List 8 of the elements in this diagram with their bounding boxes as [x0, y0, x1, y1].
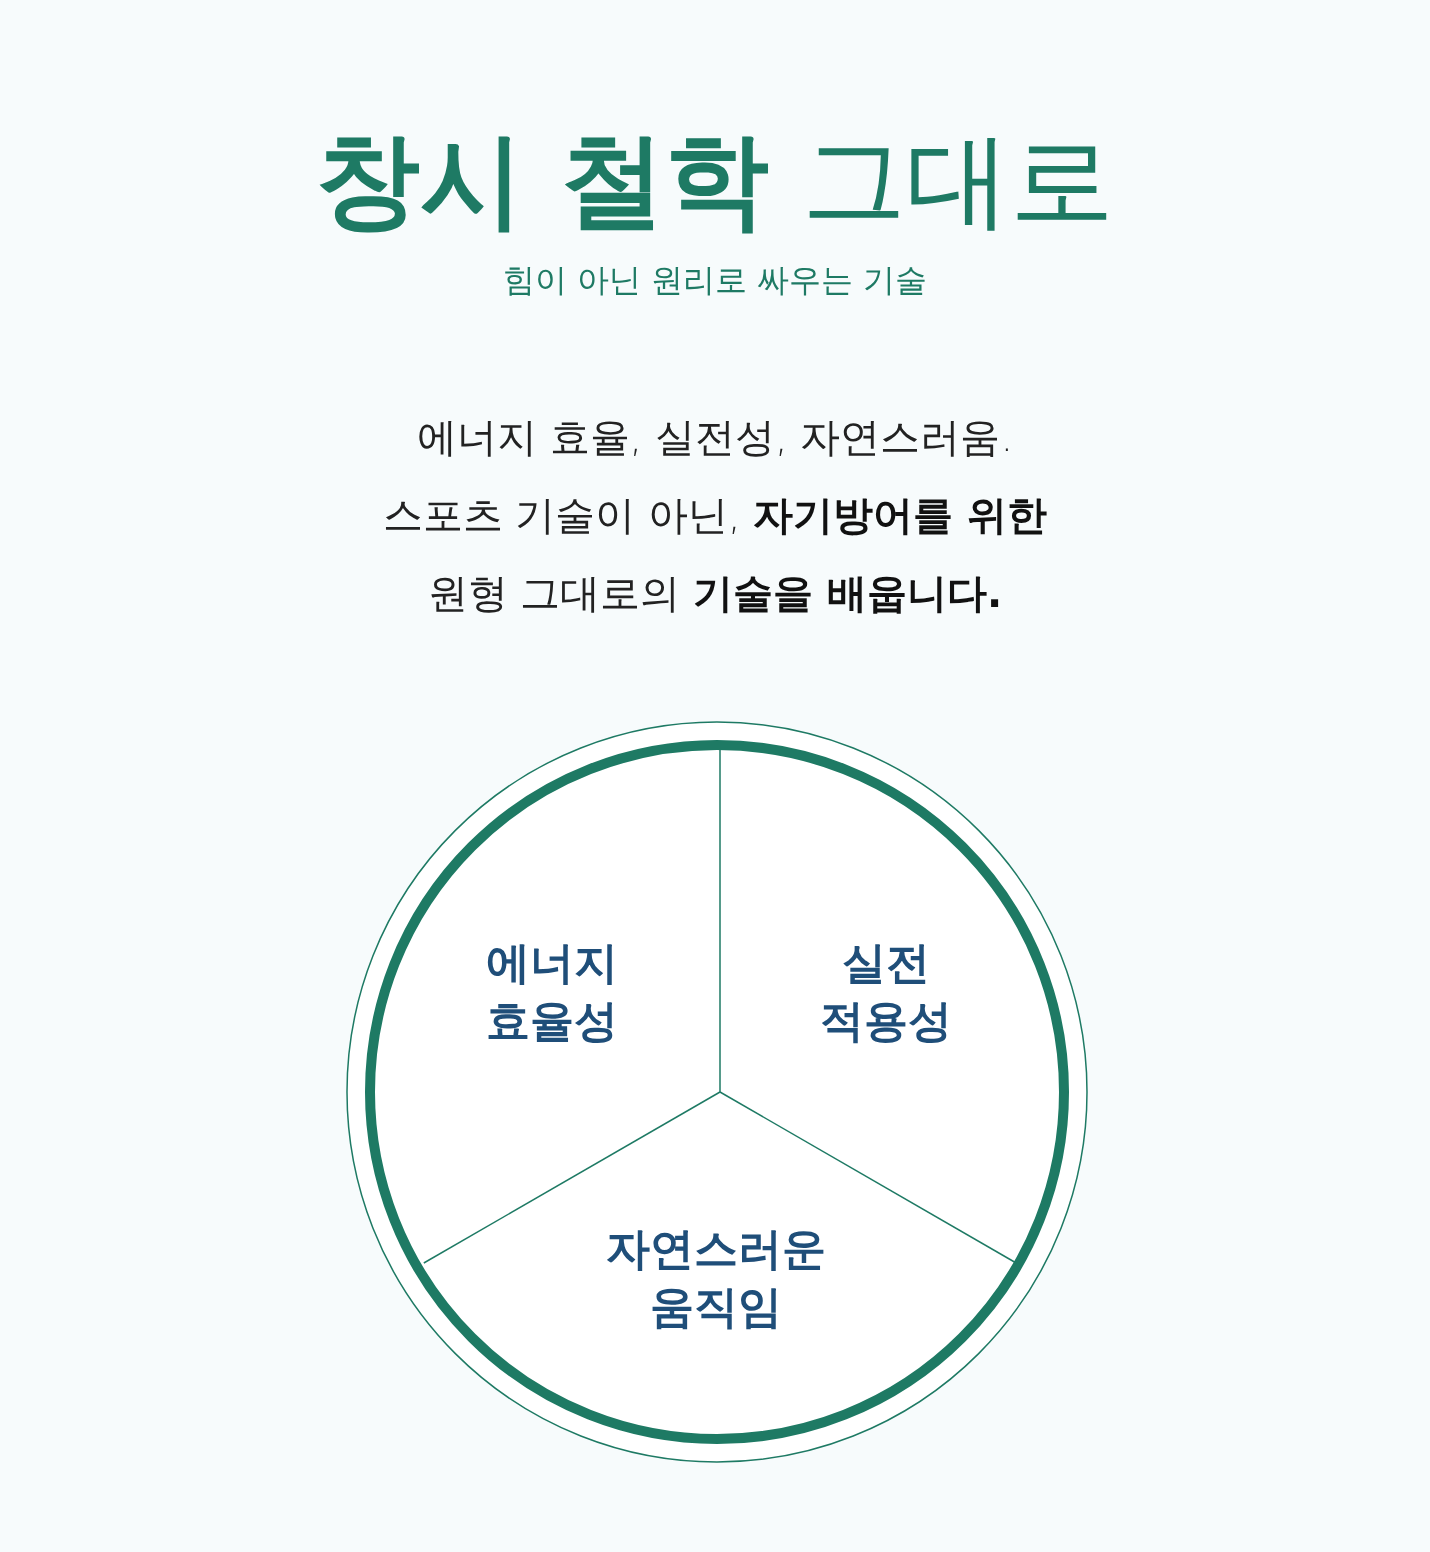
- subtitle: 힘이 아닌 원리로 싸우는 기술: [501, 260, 929, 301]
- page-title: 창시 철학 그대로: [315, 118, 1115, 243]
- sector-label: 실전 적용성: [811, 934, 961, 1050]
- intro-line: 스포츠 기술이 아닌, 자기방어를 위한: [381, 491, 1049, 540]
- intro-line: 원형 그대로의 기술을 배웁니다.: [426, 569, 1004, 618]
- sector-label: 에너지 효율성: [472, 934, 632, 1050]
- sector-label: 자연스러운 움직임: [596, 1220, 836, 1336]
- intro-line: 에너지 효율, 실전성, 자연스러움.: [415, 413, 1015, 462]
